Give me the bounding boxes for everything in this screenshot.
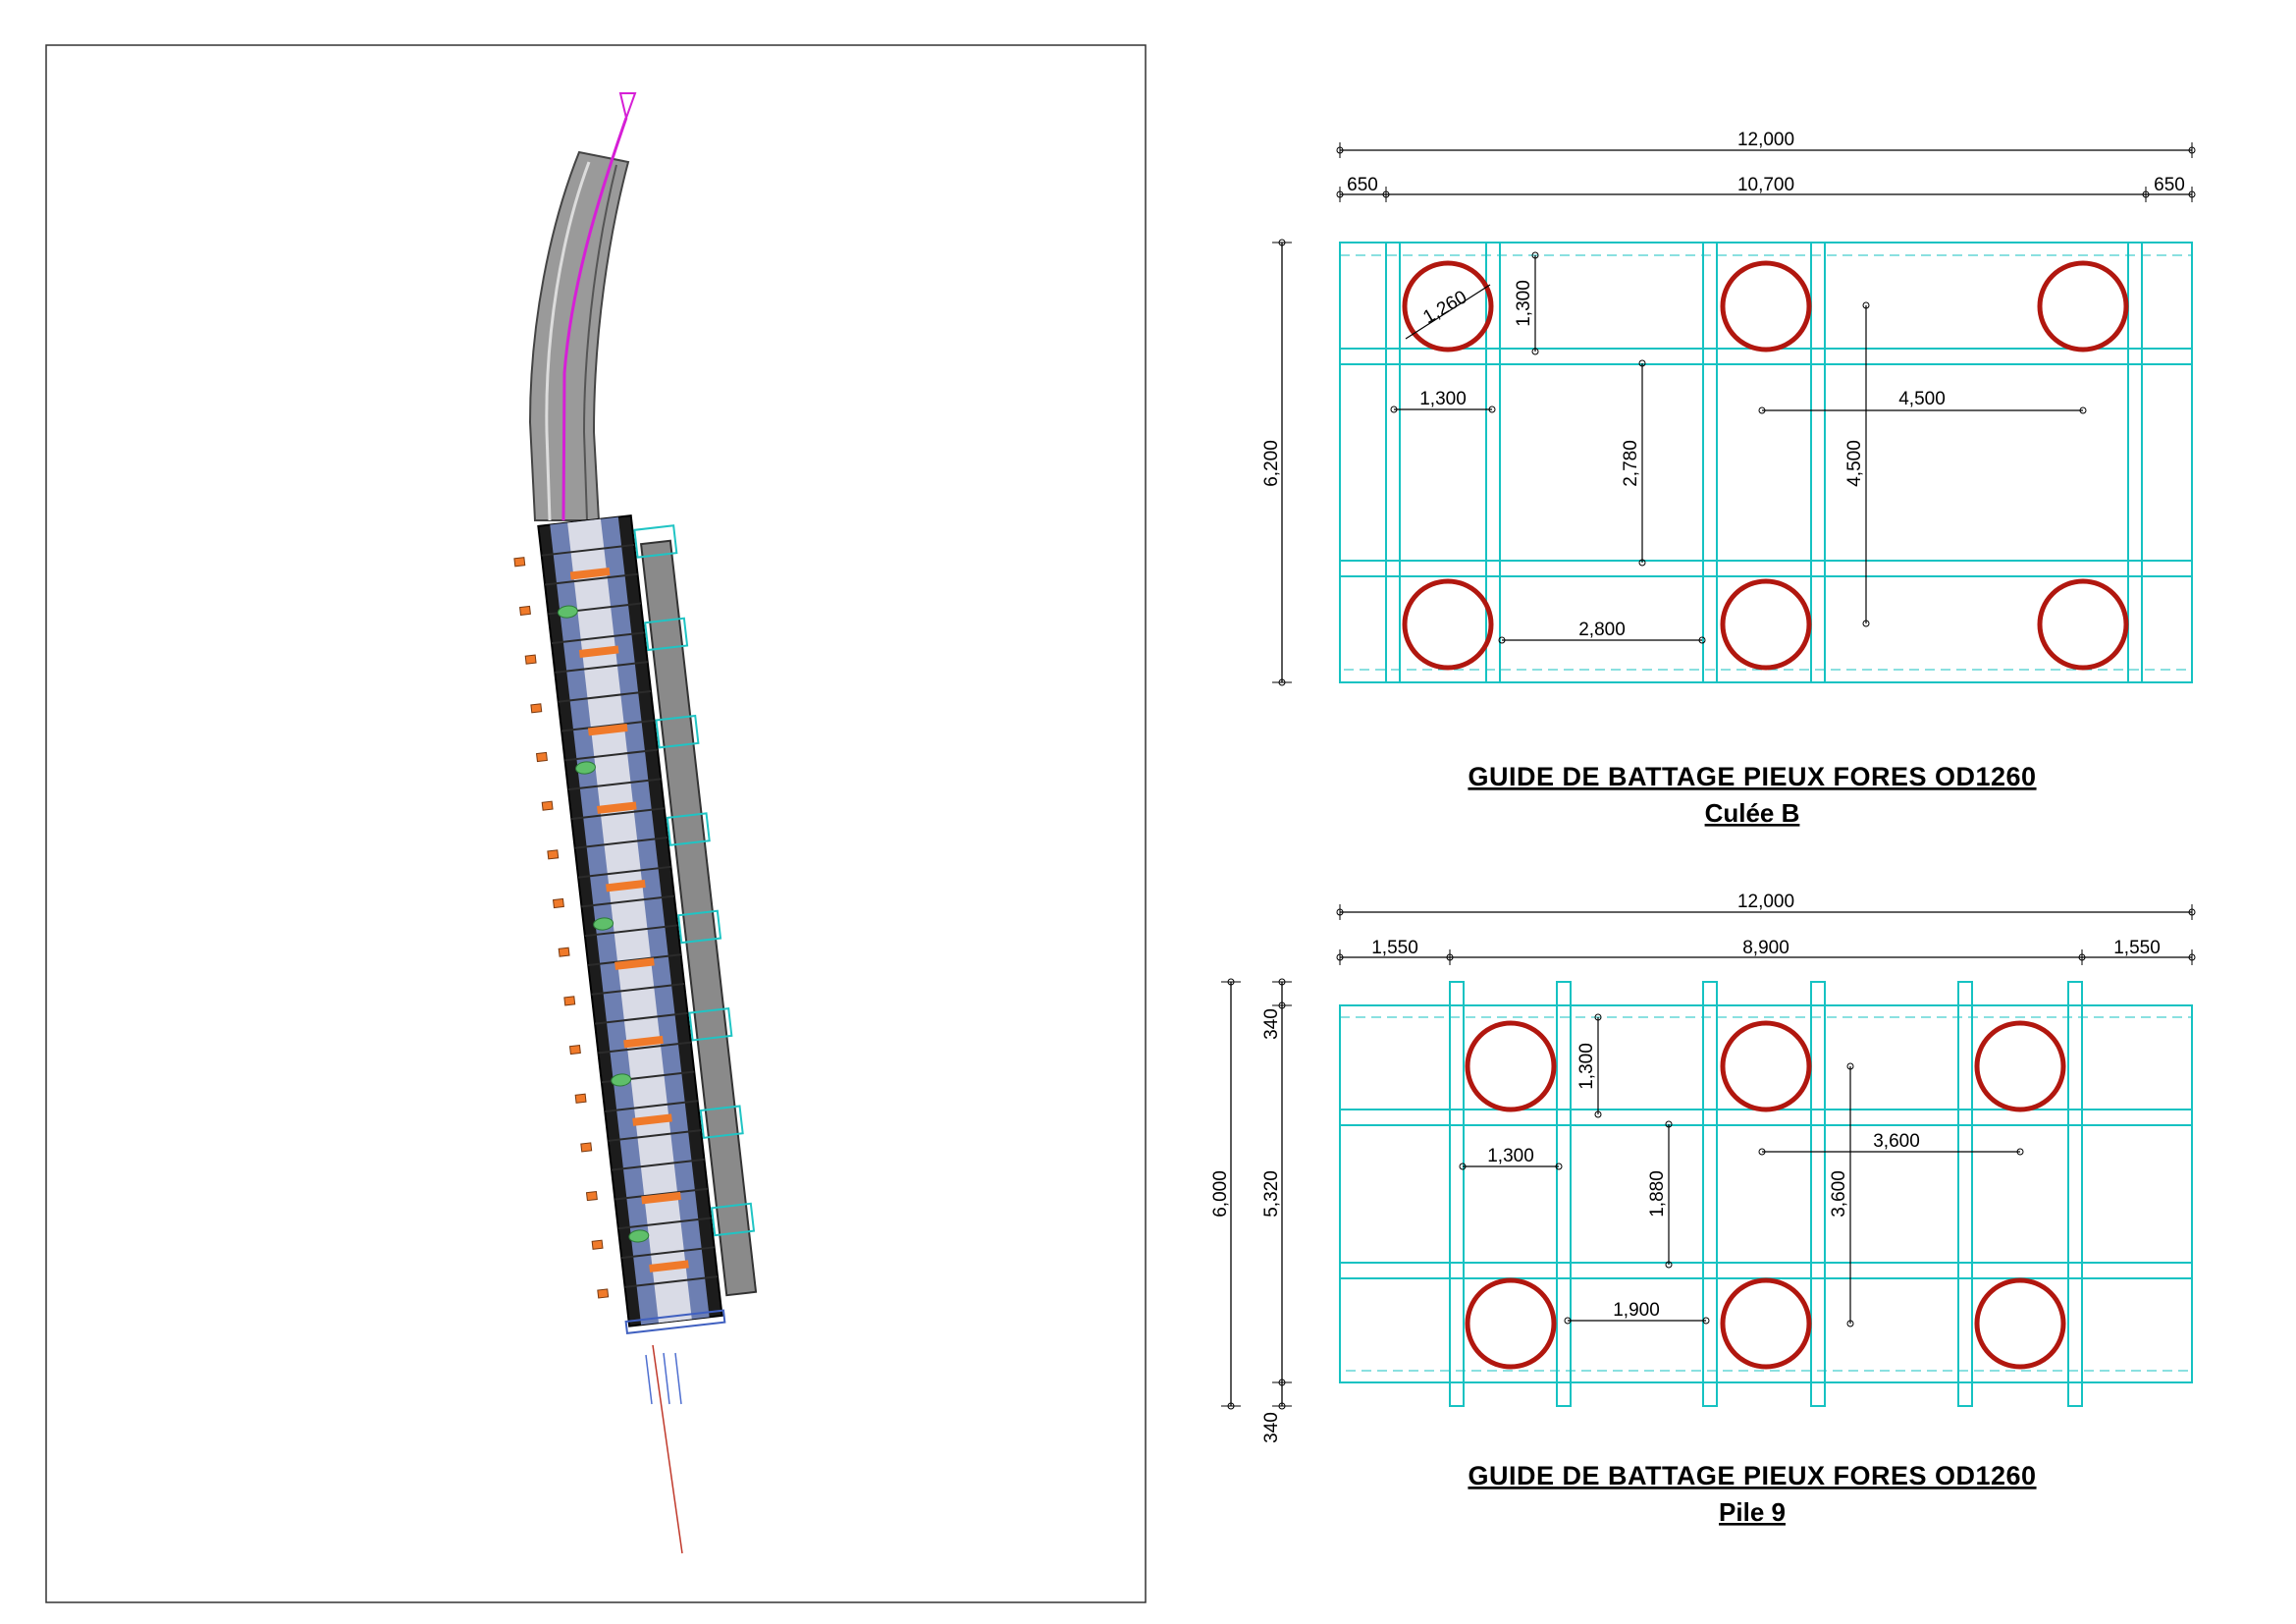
pile-9-piles xyxy=(1465,1020,2066,1370)
alignment-line xyxy=(561,92,637,521)
pile-9-top-offset: 340 xyxy=(1261,1008,1282,1040)
plan-view-panel xyxy=(45,44,1147,1603)
pile-circle xyxy=(1402,260,1494,352)
culee-b-pile-diameter: 1,260 xyxy=(1419,287,1470,328)
culee-b-cell-height: 1,300 xyxy=(1514,280,1534,327)
pile-circle xyxy=(1720,260,1812,352)
pile-circle xyxy=(2037,260,2129,352)
culee-b-overall-width: 12,000 xyxy=(1737,130,1794,150)
pile-9-gap-width: 1,900 xyxy=(1613,1300,1660,1321)
pile-circle xyxy=(1720,578,1812,671)
culee-b-title: GUIDE DE BATTAGE PIEUX FORES OD1260 xyxy=(1468,762,2036,791)
pile-circle xyxy=(1720,1020,1812,1112)
pile-9-overall-width: 12,000 xyxy=(1737,892,1794,912)
culee-b-subtitle: Culée B xyxy=(1705,798,1800,828)
culee-b-piles xyxy=(1402,260,2129,671)
pile-circle xyxy=(2037,578,2129,671)
pile-9-cell-height: 1,300 xyxy=(1576,1043,1597,1090)
pile-circle xyxy=(1974,1020,2066,1112)
pile-circle xyxy=(1974,1277,2066,1370)
culee-b-edge-right: 650 xyxy=(2154,175,2185,195)
culee-b-drawing: 12,000 650 10,700 650 6,200 xyxy=(1261,130,2196,828)
pile-circle xyxy=(1402,578,1494,671)
pile-9-pile-spacing-v: 3,600 xyxy=(1829,1170,1849,1218)
culee-b-span-inner: 10,700 xyxy=(1737,175,1794,195)
pile-9-subtitle: Pile 9 xyxy=(1719,1497,1786,1527)
pile-9-pile-spacing-h: 3,600 xyxy=(1873,1131,1920,1152)
culee-b-frame xyxy=(1339,242,2193,683)
culee-b-pile-spacing-h: 4,500 xyxy=(1898,389,1946,409)
pile-9-edge-right: 1,550 xyxy=(2113,938,2161,958)
pile-circle xyxy=(1465,1020,1557,1112)
pile-9-title: GUIDE DE BATTAGE PIEUX FORES OD1260 xyxy=(1468,1461,2036,1490)
pile-circle xyxy=(1465,1277,1557,1370)
pile-9-span-inner: 8,900 xyxy=(1742,938,1789,958)
pile-9-edge-left: 1,550 xyxy=(1371,938,1418,958)
axis-line xyxy=(652,1344,683,1554)
pile-9-drawing: 12,000 1,550 8,900 1,550 6,000 340 5,320… xyxy=(1210,892,2196,1527)
bridge-deck xyxy=(513,514,758,1335)
deck-end-lines xyxy=(645,1352,682,1405)
culee-b-inner-height: 2,780 xyxy=(1621,440,1641,487)
culee-b-gap-width: 2,800 xyxy=(1578,620,1626,640)
culee-b-cell-width: 1,300 xyxy=(1419,389,1467,409)
culee-b-pile-spacing-v: 4,500 xyxy=(1844,440,1865,487)
pile-circle xyxy=(1720,1277,1812,1370)
pile-9-cell-width: 1,300 xyxy=(1487,1146,1534,1166)
pile-9-bottom-offset: 340 xyxy=(1261,1412,1282,1443)
pile-9-overall-height: 6,000 xyxy=(1210,1170,1231,1218)
pile-9-frame xyxy=(1339,981,2193,1407)
culee-b-edge-left: 650 xyxy=(1347,175,1378,195)
pile-9-inner-height: 1,880 xyxy=(1647,1170,1668,1218)
culee-b-overall-height: 6,200 xyxy=(1261,440,1282,487)
pile-9-inner-height-total: 5,320 xyxy=(1261,1170,1282,1218)
